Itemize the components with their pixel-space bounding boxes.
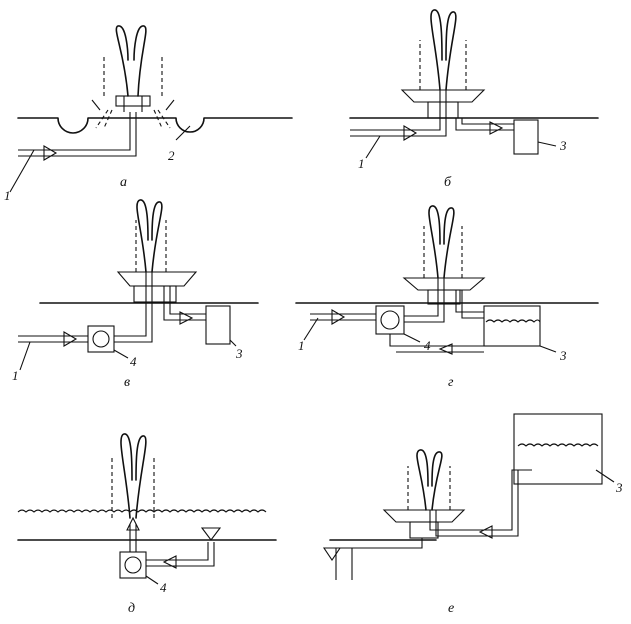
caption-b: б (444, 175, 452, 190)
water-jet (430, 9, 443, 91)
panel-g: 1 4 3 г (295, 205, 599, 390)
pressure-pipe (404, 278, 445, 323)
label-1: 1 (12, 368, 19, 383)
drain-funnel (322, 547, 342, 561)
label-3: 3 (559, 138, 567, 153)
drain-pipe (455, 118, 514, 131)
panel-v: 1 4 3 в (12, 199, 259, 390)
fountain-bowl (402, 277, 486, 291)
nozzle-pipe (129, 524, 137, 552)
caption-v: в (124, 375, 130, 390)
caption-a: а (120, 175, 127, 190)
pump (119, 551, 147, 579)
water-surface (485, 319, 541, 323)
label-4: 4 (130, 354, 137, 369)
ground-line (17, 117, 293, 134)
water-jet (120, 433, 133, 519)
nozzle-head (115, 95, 151, 107)
fountain-bowl (116, 271, 198, 287)
return-pipe (389, 334, 484, 353)
label-1: 1 (358, 156, 365, 171)
storage-tank (513, 413, 603, 485)
fountain-bowl (382, 509, 466, 523)
label-3: 3 (235, 346, 243, 361)
water-jet (136, 199, 149, 273)
label-4: 4 (424, 338, 431, 353)
supply-pipe (310, 313, 376, 321)
storage-tank (483, 305, 541, 347)
panel-b: 1 3 б (349, 9, 599, 190)
drain-line (334, 538, 423, 549)
intake-pipe (146, 542, 215, 567)
drain-pipe (455, 290, 484, 319)
pump (375, 305, 405, 335)
flow-arrow (43, 145, 58, 161)
fountain-bowl (400, 89, 486, 103)
intake-funnel (200, 527, 222, 541)
water-jet (416, 449, 429, 511)
supply-pipe (429, 469, 532, 537)
panel-e: 3 е (322, 413, 623, 616)
panel-d: 4 д (17, 433, 277, 616)
pressure-pipe (114, 272, 153, 343)
drain-tank (513, 119, 539, 155)
caption-e: е (448, 601, 454, 616)
label-3: 3 (615, 480, 623, 495)
label-1: 1 (298, 338, 305, 353)
caption-g: г (448, 375, 454, 390)
label-4: 4 (160, 580, 167, 595)
supply-pipe (18, 335, 88, 343)
drain-tank (205, 305, 231, 345)
water-jet (428, 205, 441, 279)
label-2: 2 (168, 148, 175, 163)
pump (87, 325, 115, 353)
panel-a: 1 2 а (4, 25, 293, 203)
water-jet (115, 25, 129, 97)
supply-pipe (18, 112, 137, 157)
caption-d: д (128, 601, 135, 616)
label-1: 1 (4, 188, 11, 203)
supply-pipe (350, 90, 447, 137)
water-surface (17, 509, 267, 513)
water-surface (517, 443, 599, 447)
label-3: 3 (559, 348, 567, 363)
drain-pipe (163, 286, 206, 321)
